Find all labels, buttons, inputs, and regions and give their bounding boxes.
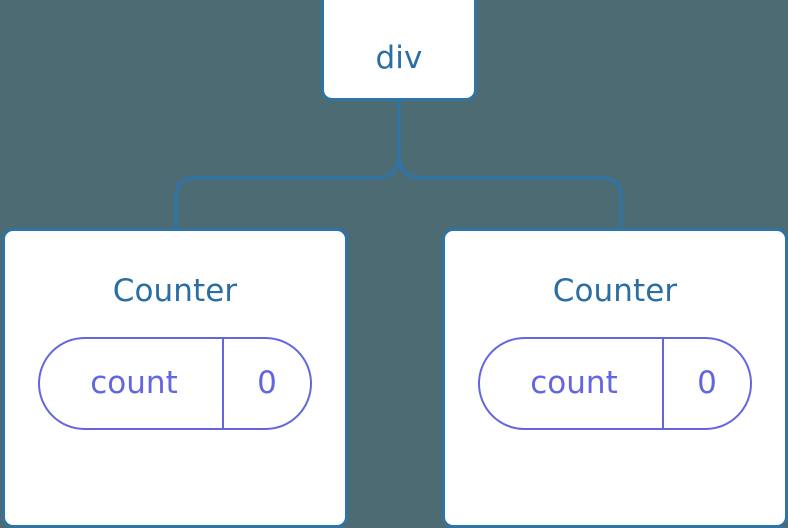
node-div-label: div	[375, 40, 423, 76]
node-div[interactable]: div	[321, 0, 477, 101]
state-key-right: count	[530, 365, 618, 401]
node-counter-right[interactable]: Counter count 0	[442, 228, 788, 528]
state-pill-right[interactable]: count 0	[478, 337, 752, 430]
connector-branch-right	[397, 150, 623, 230]
connector-branch-left	[174, 150, 401, 230]
node-counter-left[interactable]: Counter count 0	[2, 228, 348, 528]
state-value-right: 0	[662, 339, 750, 428]
state-value-left: 0	[222, 339, 310, 428]
state-key-left: count	[90, 365, 178, 401]
state-pill-left[interactable]: count 0	[38, 337, 312, 430]
node-counter-left-label: Counter	[112, 273, 238, 309]
node-counter-right-label: Counter	[552, 273, 678, 309]
